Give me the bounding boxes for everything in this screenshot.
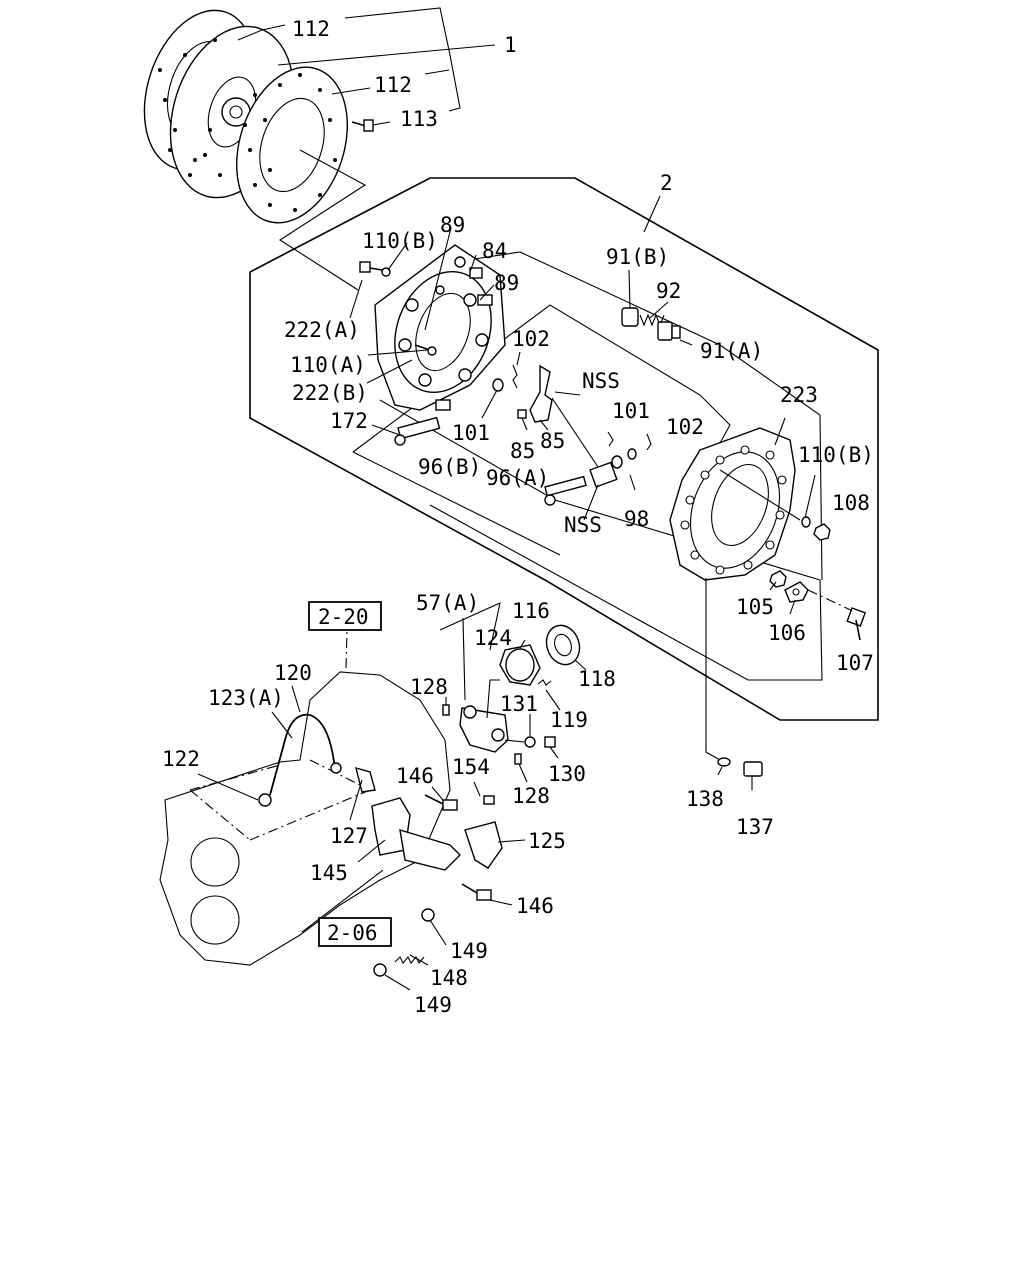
part-label-110a: 110(A) — [290, 353, 366, 377]
part-label-154: 154 — [452, 755, 490, 779]
part-label-110b-left: 110(B) — [362, 229, 438, 253]
pressure-plate-cover — [359, 244, 506, 446]
clutch-disc-assembly — [143, 9, 374, 224]
part-label-172: 172 — [330, 409, 368, 433]
release-bearing-group — [439, 602, 587, 783]
part-label-113: 113 — [400, 107, 438, 131]
group-frame-2 — [249, 149, 879, 721]
part-label-149-top: 149 — [450, 939, 488, 963]
part-label-128-bottom: 128 — [512, 784, 550, 808]
part-label-146-bottom: 146 — [516, 894, 554, 918]
part-label-222a: 222(A) — [284, 318, 360, 342]
leaders-cover — [349, 227, 498, 436]
part-label-84: 84 — [482, 239, 507, 263]
leaders-disc — [237, 7, 496, 126]
part-label-105: 105 — [736, 595, 774, 619]
part-label-112-top: 112 — [292, 17, 330, 41]
part-label-91b: 91(B) — [606, 245, 669, 269]
part-label-91a: 91(A) — [700, 339, 763, 363]
part-label-nss-bottom: NSS — [564, 513, 602, 537]
part-label-2: 2 — [660, 171, 673, 195]
reference-label-2-06: 2-06 — [327, 921, 378, 945]
part-label-124: 124 — [474, 626, 512, 650]
part-label-130: 130 — [548, 762, 586, 786]
part-label-118: 118 — [578, 667, 616, 691]
part-label-101-left: 101 — [452, 421, 490, 445]
part-label-123a: 123(A) — [208, 686, 284, 710]
part-label-119: 119 — [550, 708, 588, 732]
reference-label-2-20: 2-20 — [318, 605, 369, 629]
part-label-128-top: 128 — [410, 675, 448, 699]
part-label-96a: 96(A) — [486, 466, 549, 490]
part-label-138: 138 — [686, 787, 724, 811]
reference-box-2-06[interactable]: 2-06 — [318, 917, 392, 947]
part-label-107: 107 — [836, 651, 874, 675]
part-label-127: 127 — [330, 824, 368, 848]
damper-91-92 — [621, 269, 693, 346]
part-label-1: 1 — [504, 33, 517, 57]
transmission-housing — [159, 629, 526, 991]
reference-box-2-20[interactable]: 2-20 — [308, 601, 382, 631]
part-label-98: 98 — [624, 507, 649, 531]
part-label-122: 122 — [162, 747, 200, 771]
part-label-145: 145 — [310, 861, 348, 885]
part-label-96b: 96(B) — [418, 455, 481, 479]
part-label-85-left: 85 — [510, 439, 535, 463]
part-label-222b: 222(B) — [292, 381, 368, 405]
clutch-cover-223 — [669, 417, 867, 790]
part-label-102-top: 102 — [512, 327, 550, 351]
part-label-108: 108 — [832, 491, 870, 515]
part-label-120: 120 — [274, 661, 312, 685]
part-label-102-right: 102 — [666, 415, 704, 439]
part-label-92: 92 — [656, 279, 681, 303]
lever-group — [512, 351, 652, 521]
part-label-131: 131 — [500, 692, 538, 716]
part-label-149-bottom: 149 — [414, 993, 452, 1017]
part-label-116: 116 — [512, 599, 550, 623]
part-label-85-right: 85 — [540, 429, 565, 453]
part-label-89-top: 89 — [440, 213, 465, 237]
part-label-223: 223 — [780, 383, 818, 407]
part-label-148: 148 — [430, 966, 468, 990]
part-label-146-top: 146 — [396, 764, 434, 788]
part-label-nss-top: NSS — [582, 369, 620, 393]
part-label-137: 137 — [736, 815, 774, 839]
part-label-57a: 57(A) — [416, 591, 479, 615]
part-label-101-right: 101 — [612, 399, 650, 423]
part-label-112-mid: 112 — [374, 73, 412, 97]
part-labels: 112 1 112 113 2 110(B) 89 84 89 222(A) 1… — [162, 17, 874, 1017]
part-label-110b-right: 110(B) — [798, 443, 874, 467]
part-label-125: 125 — [528, 829, 566, 853]
part-label-89-right: 89 — [494, 271, 519, 295]
part-label-106: 106 — [768, 621, 806, 645]
